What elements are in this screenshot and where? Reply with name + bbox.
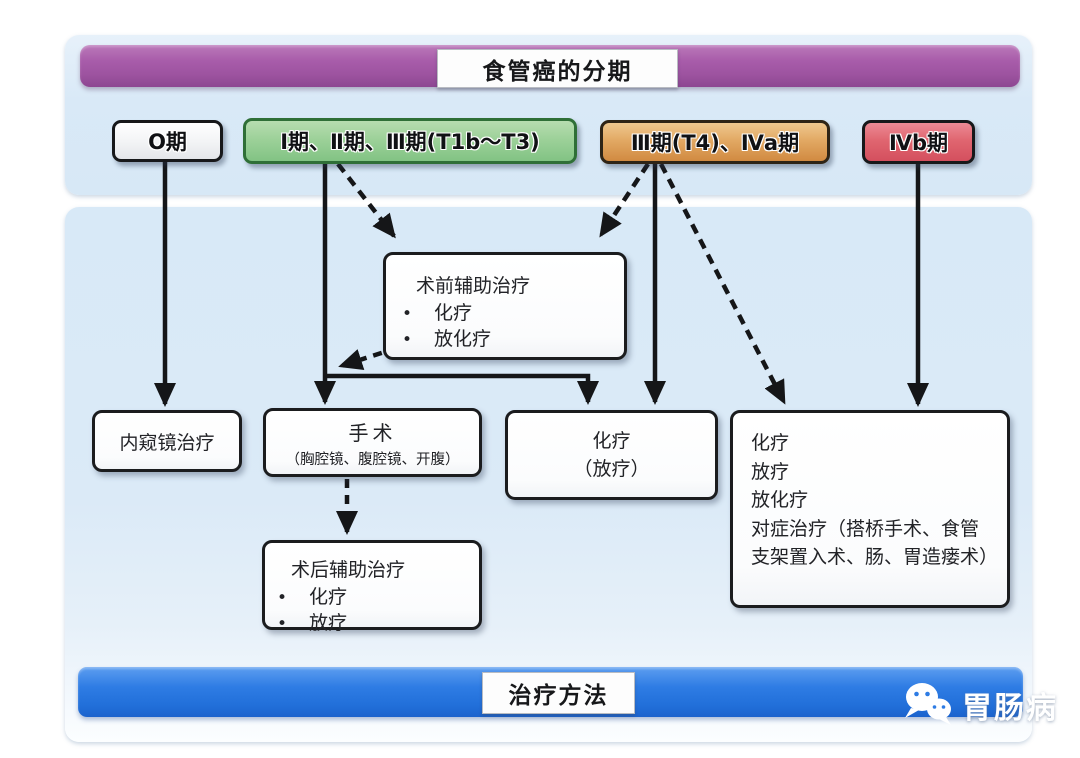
surgery-box: 手术 （胸腔镜、腹腔镜、开腹） xyxy=(263,408,482,477)
palliative-box: 化疗 放疗 放化疗 对症治疗（搭桥手术、食管支架置入术、肠、胃造瘘术） xyxy=(730,410,1010,608)
preop-list: •化疗 •放化疗 xyxy=(402,301,614,352)
wechat-icon xyxy=(905,683,951,725)
palliative-line: 化疗 xyxy=(751,432,790,454)
preop-therapy-box: 术前辅助治疗 •化疗 •放化疗 xyxy=(383,252,627,360)
surgery-title: 手术 xyxy=(348,420,397,445)
list-item: •放疗 xyxy=(277,611,348,634)
stage-box-1-2-3: Ⅰ期、Ⅱ期、Ⅲ期(T1b～T3) xyxy=(243,118,577,164)
treatment-title: 治疗方法 xyxy=(482,672,635,714)
palliative-line: 对症治疗（搭桥手术、食管支架置入术、肠、胃造瘘术） xyxy=(751,517,999,569)
endoscopy-box: 内窥镜治疗 xyxy=(92,410,242,472)
stage-box-4b: Ⅳb期 xyxy=(862,120,975,164)
palliative-line: 放化疗 xyxy=(751,489,809,511)
surgery-subtitle: （胸腔镜、腹腔镜、开腹） xyxy=(285,451,460,468)
bullet-icon: • xyxy=(277,588,288,608)
chemo-line1: 化疗 xyxy=(592,429,631,452)
postop-title: 术后辅助治疗 xyxy=(291,559,406,581)
chemo-line2: （放疗） xyxy=(573,458,650,480)
endoscopy-label: 内窥镜治疗 xyxy=(119,431,215,454)
watermark-text: 胃肠病 xyxy=(962,691,1058,726)
list-item: •化疗 xyxy=(277,586,348,608)
postop-therapy-box: 术后辅助治疗 •化疗 •放疗 xyxy=(262,540,482,634)
bullet-icon: • xyxy=(402,304,413,324)
bullet-icon: • xyxy=(277,613,288,634)
bullet-icon: • xyxy=(402,329,413,350)
list-item: •化疗 xyxy=(402,302,473,324)
postop-list: •化疗 •放疗 xyxy=(277,585,471,636)
stage-box-0: O期 xyxy=(112,120,223,162)
diagram-title: 食管癌的分期 xyxy=(437,49,678,88)
list-item: •放化疗 xyxy=(402,327,492,350)
chemo-box: 化疗 （放疗） xyxy=(505,410,718,500)
palliative-line: 放疗 xyxy=(751,460,790,483)
stage-box-3t4-4a: Ⅲ期(T4)、Ⅳa期 xyxy=(600,120,830,164)
preop-title: 术前辅助治疗 xyxy=(416,275,531,297)
watermark: 胃肠病 xyxy=(901,680,1058,730)
